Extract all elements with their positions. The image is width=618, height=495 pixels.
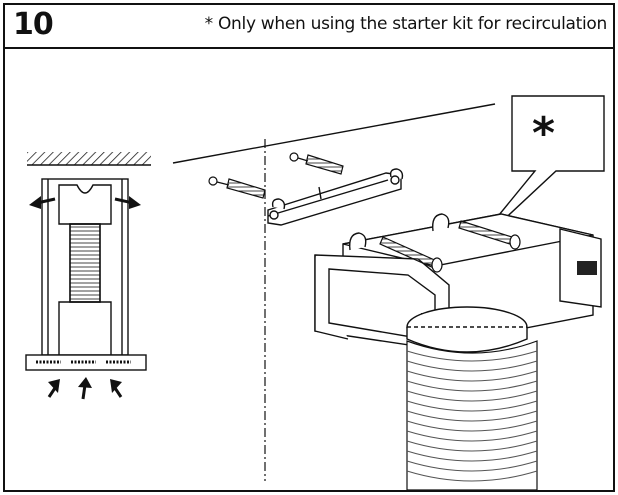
callout-asterisk: * xyxy=(532,108,556,159)
installation-illustration xyxy=(25,95,605,490)
airflow-arrow-icon xyxy=(29,196,141,400)
wall-bracket-icon xyxy=(267,168,404,226)
step-header: 10 * Only when using the starter kit for… xyxy=(3,3,615,49)
screw-anchor-icon xyxy=(208,152,344,199)
page-frame xyxy=(3,3,615,492)
flexible-hose-icon xyxy=(406,340,538,490)
starter-kit-note: * Only when using the starter kit for re… xyxy=(204,14,608,34)
screw-anchor-icon xyxy=(379,220,521,273)
hood-airflow-diagram-icon xyxy=(25,152,151,371)
ceiling-line xyxy=(172,103,496,164)
duct-connector-icon xyxy=(314,213,602,353)
step-number: 10 xyxy=(13,7,54,42)
